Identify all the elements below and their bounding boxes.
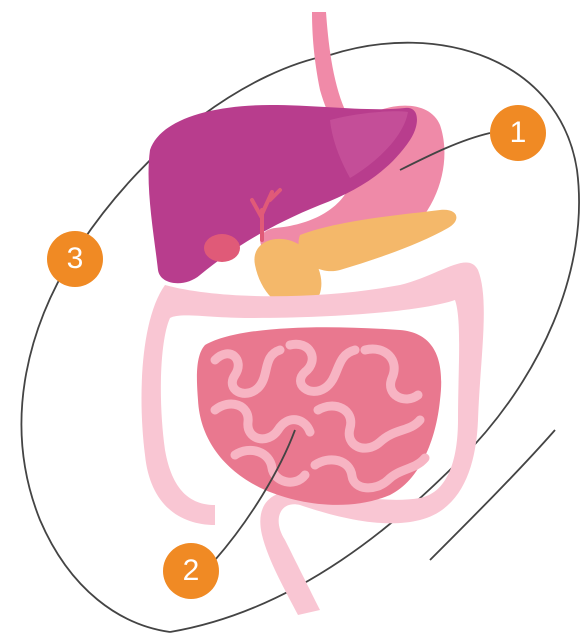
marker-2[interactable]: 2 [163, 543, 219, 599]
marker-3[interactable]: 3 [47, 231, 103, 287]
marker-1[interactable]: 1 [490, 105, 546, 161]
gallbladder [204, 234, 240, 262]
